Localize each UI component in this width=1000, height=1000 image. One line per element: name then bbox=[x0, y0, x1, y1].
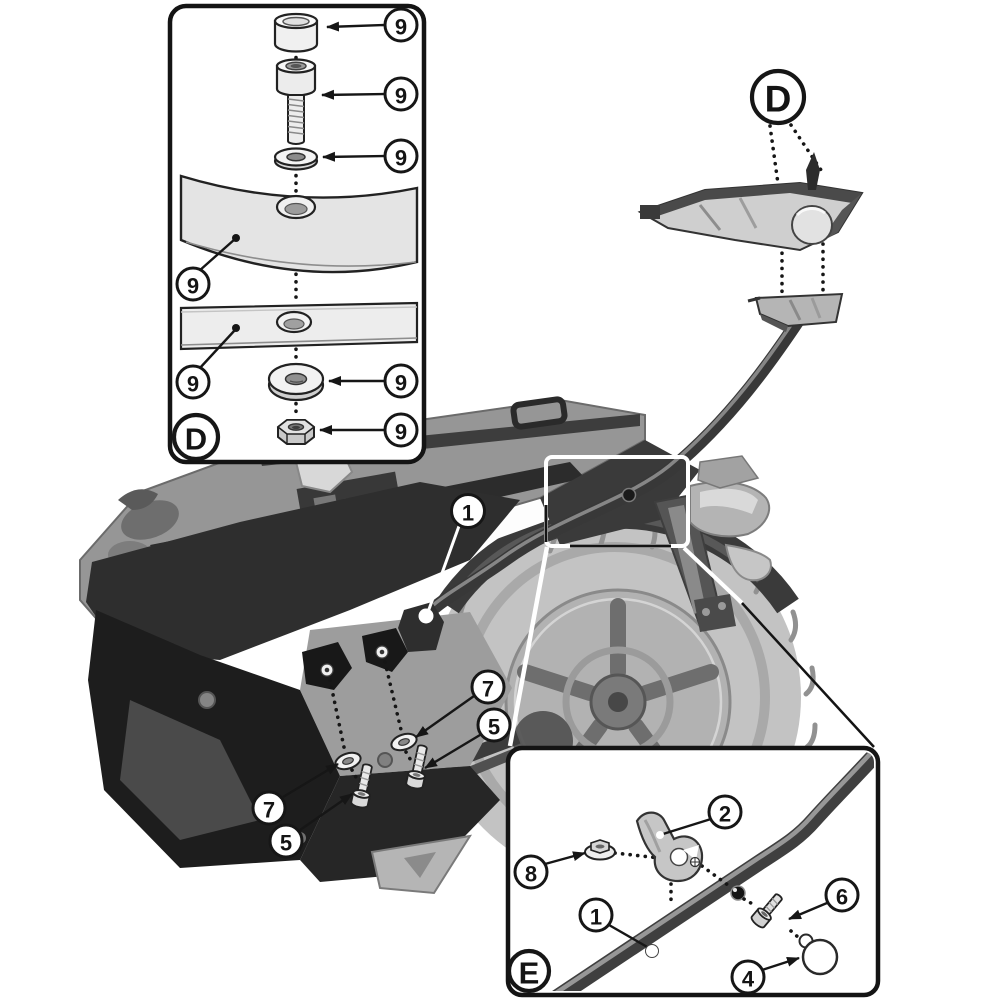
callout-7-right: 7 bbox=[482, 677, 494, 702]
hex-nut-icon bbox=[276, 419, 316, 445]
detail-box-e: 2 8 1 6 4 E bbox=[505, 745, 881, 998]
callout-9-upper-panel: 9 bbox=[187, 274, 199, 299]
tube-bolt-head bbox=[622, 488, 636, 502]
top-case-plate-icon bbox=[637, 152, 864, 252]
bolt-6-icon bbox=[750, 893, 783, 929]
callout-9-large-washer: 9 bbox=[395, 371, 407, 396]
tube-top-bracket bbox=[747, 292, 844, 332]
small-washer-icon bbox=[273, 147, 319, 171]
callout-9-bolt: 9 bbox=[395, 84, 407, 109]
assembly-label: D bbox=[765, 79, 792, 120]
subframe-fastening-points bbox=[302, 628, 428, 809]
callout-1-detail: 1 bbox=[590, 905, 602, 930]
callout-6: 6 bbox=[836, 885, 848, 910]
callout-8: 8 bbox=[525, 862, 537, 887]
callout-9-nut: 9 bbox=[395, 420, 407, 445]
rack-tube-detail-icon bbox=[548, 752, 874, 991]
cover-cap-icon bbox=[273, 12, 319, 53]
mounting-plate-assembly: D bbox=[637, 68, 864, 298]
lower-panel-icon bbox=[179, 301, 419, 351]
callout-1: 1 bbox=[462, 501, 474, 526]
ball-cap-icon bbox=[798, 933, 839, 976]
flanged-nut-icon bbox=[584, 839, 616, 861]
detail-box-d: 9 9 9 9 9 9 9 D bbox=[167, 3, 427, 465]
callout-4: 4 bbox=[742, 967, 755, 992]
callout-5-left: 5 bbox=[280, 831, 292, 856]
bolt-icon-right bbox=[405, 744, 428, 790]
zoom-highlight-region bbox=[507, 455, 875, 748]
callout-5-right: 5 bbox=[488, 715, 500, 740]
callout-9-lower-panel: 9 bbox=[187, 372, 199, 397]
large-washer-icon bbox=[267, 362, 325, 402]
zoom-connector-right-white bbox=[682, 546, 744, 605]
detail-e-label: E bbox=[519, 956, 540, 991]
assembly-label-circle bbox=[749, 68, 807, 126]
callout-7-left: 7 bbox=[263, 798, 275, 823]
socket-bolt-icon bbox=[275, 58, 317, 145]
zoom-connector-right bbox=[741, 602, 875, 748]
detail-d-label: D bbox=[185, 422, 207, 457]
hook-bracket-icon bbox=[635, 811, 704, 883]
callout-2: 2 bbox=[719, 802, 731, 827]
callout-9-cap: 9 bbox=[395, 15, 407, 40]
zoom-connector-left bbox=[507, 546, 550, 747]
washer-icon-right bbox=[390, 732, 418, 752]
callout-9-small-washer: 9 bbox=[395, 146, 407, 171]
callout-1-target-dot bbox=[418, 608, 434, 624]
main-callouts: 1 7 5 7 5 bbox=[251, 493, 512, 859]
upper-panel-icon bbox=[179, 174, 419, 274]
bolt-icon-left bbox=[350, 763, 373, 809]
washer-icon-left bbox=[334, 751, 362, 771]
detail-d-label-circle bbox=[171, 412, 221, 462]
detail-e-label-circle bbox=[506, 948, 552, 994]
taillight-and-plate-hanger bbox=[653, 455, 772, 632]
